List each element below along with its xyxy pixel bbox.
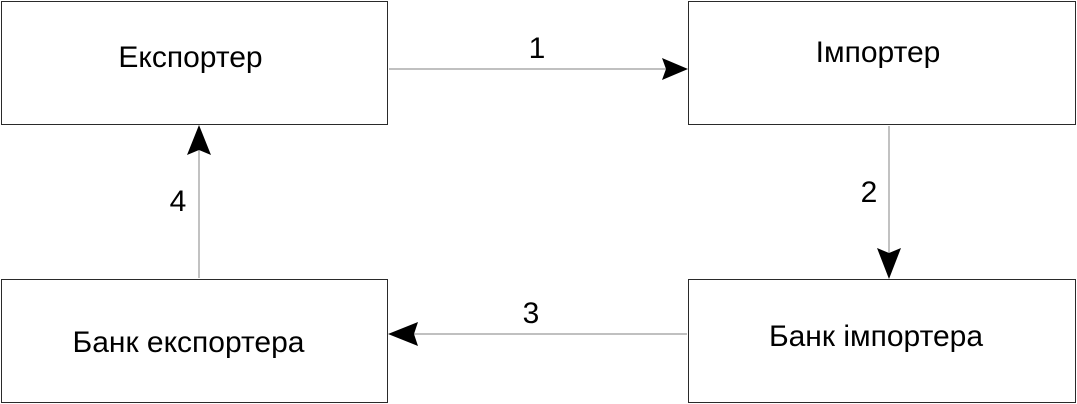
edge-4: 4 [170,125,211,278]
edge-3: 3 [388,297,687,346]
edge-4-label: 4 [170,185,187,218]
edge-1-label: 1 [529,32,546,65]
edge-2-arrowhead [877,248,901,279]
node-exporter-bank: Банк експортера [1,279,388,403]
edge-3-label: 3 [523,297,540,330]
edge-3-arrowhead [388,322,418,346]
node-exporter: Експортер [1,1,388,125]
node-exporter-bank-label: Банк експортера [72,326,305,359]
edge-4-arrowhead [187,125,211,155]
edge-2: 2 [861,126,901,279]
node-importer-bank-label: Банк імпортера [768,320,984,353]
edge-1-arrowhead [662,58,688,80]
node-exporter-label: Експортер [118,41,263,74]
node-importer-label: Імпортер [815,36,941,69]
edge-2-label: 2 [861,176,878,209]
node-importer: Імпортер [688,1,1076,125]
edge-1: 1 [389,32,688,80]
node-importer-bank: Банк імпортера [688,279,1076,403]
